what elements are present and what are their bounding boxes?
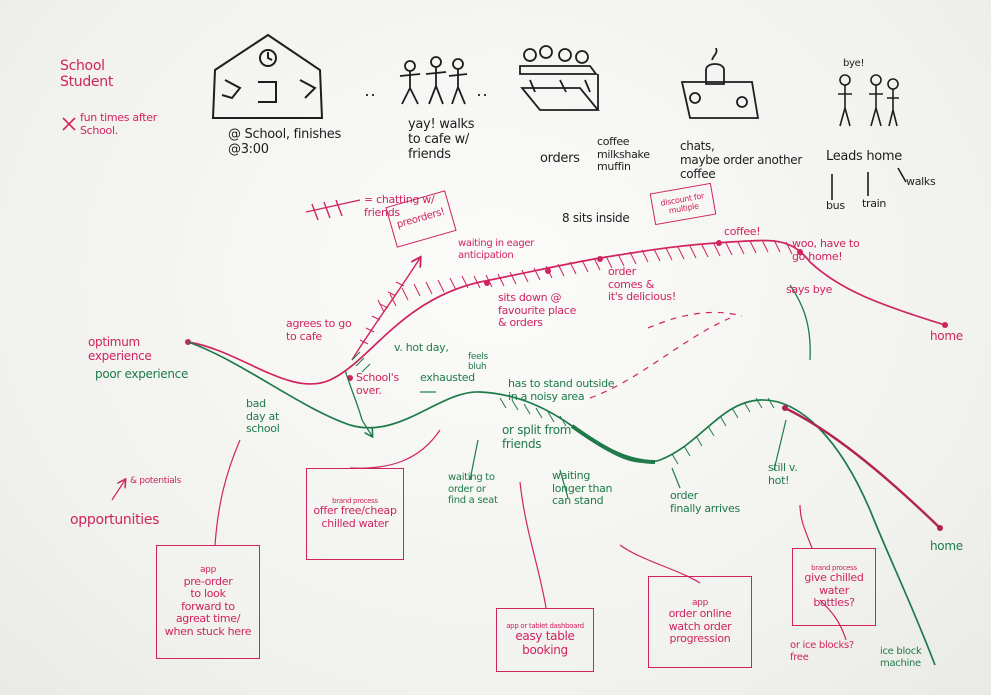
stage-bus: bus bbox=[826, 199, 845, 212]
note-ice-blocks: or ice blocks? free bbox=[790, 640, 854, 663]
cafe-counter-icon bbox=[519, 45, 600, 111]
note-ice-block: ice block machine bbox=[880, 646, 922, 669]
stage-bye: bye! bbox=[843, 58, 865, 69]
note-coffee: coffee! bbox=[724, 225, 761, 238]
note-v-hot: v. hot day, bbox=[394, 341, 449, 354]
stage-walks: walks bbox=[906, 175, 936, 188]
note-bad-day: bad day at school bbox=[246, 397, 280, 436]
chatting-hatch-icon bbox=[305, 199, 361, 221]
box-water-bottles: brand process give chilled water bottles… bbox=[792, 548, 876, 626]
note-sits-inside: 8 sits inside bbox=[562, 211, 630, 225]
stage-orders: orders bbox=[540, 151, 580, 166]
red-to-home-lower bbox=[784, 406, 941, 529]
note-says-bye: says bye bbox=[786, 283, 833, 296]
box-easy-table: app or tablet dashboard easy table booki… bbox=[496, 608, 594, 672]
stage-walk: yay! walks to cafe w/ friends bbox=[408, 117, 475, 162]
stage-leads-home: Leads home bbox=[826, 149, 902, 164]
note-home-red: home bbox=[930, 329, 963, 343]
note-or-split: or split from friends bbox=[502, 423, 572, 451]
stage-train: train bbox=[862, 197, 887, 210]
note-sits-down: sits down @ favourite place & orders bbox=[498, 291, 577, 330]
agrees-branch-curve bbox=[351, 258, 420, 361]
persona-bullet-icon bbox=[62, 117, 76, 131]
stage-school: @ School, finishes @3:00 bbox=[228, 127, 341, 157]
note-order-arrives: order finally arrives bbox=[670, 489, 740, 515]
walking-friends-icon bbox=[366, 56, 490, 105]
stage-menu: coffee milkshake muffin bbox=[597, 135, 650, 174]
persona-subtitle: fun times after School. bbox=[80, 111, 157, 137]
note-feels: feels bluh bbox=[468, 352, 488, 373]
note-chatting: = chatting w/ friends bbox=[364, 193, 435, 219]
note-waiting-longer: waiting longer than can stand bbox=[552, 469, 613, 508]
note-still-hot: still v. hot! bbox=[768, 461, 798, 487]
note-waiting-order: waiting to order or find a seat bbox=[448, 472, 498, 506]
note-exhausted: exhausted bbox=[420, 371, 475, 384]
note-woo: woo, have to go home! bbox=[792, 237, 860, 263]
coffee-table-icon bbox=[680, 47, 760, 119]
note-potentials: & potentials bbox=[130, 476, 182, 486]
optimum-milestone-dots bbox=[185, 240, 948, 381]
optimum-experience-curve bbox=[187, 239, 946, 385]
note-opportunities: opportunities bbox=[70, 512, 160, 528]
school-building-icon bbox=[211, 33, 324, 119]
opportunity-connectors bbox=[111, 429, 847, 641]
poor-bold-segment bbox=[570, 424, 656, 464]
stage-chats: chats, maybe order another coffee bbox=[680, 139, 802, 181]
box-order-online: app order online watch order progression bbox=[648, 576, 752, 668]
legend-poor: poor experience bbox=[95, 367, 189, 381]
poor-hatch-marks bbox=[351, 351, 775, 465]
leads-home-icon bbox=[831, 74, 907, 200]
box-app-preorder: app pre-order to look forward to agreat … bbox=[156, 545, 260, 659]
box-chilled-water: brand process offer free/cheap chilled w… bbox=[306, 468, 404, 560]
note-has-to-stand: has to stand outside in a noisy area bbox=[508, 377, 615, 403]
legend-optimum: optimum experience bbox=[88, 335, 152, 363]
note-order-comes: order comes & it's delicious! bbox=[608, 265, 676, 304]
optimum-hatch-marks bbox=[377, 239, 793, 313]
note-schools-over: School's over. bbox=[356, 371, 399, 397]
note-agrees: agrees to go to cafe bbox=[286, 317, 352, 343]
persona-title: School Student bbox=[60, 58, 114, 91]
note-home-green: home bbox=[930, 539, 963, 553]
note-waiting: waiting in eager anticipation bbox=[458, 238, 535, 261]
